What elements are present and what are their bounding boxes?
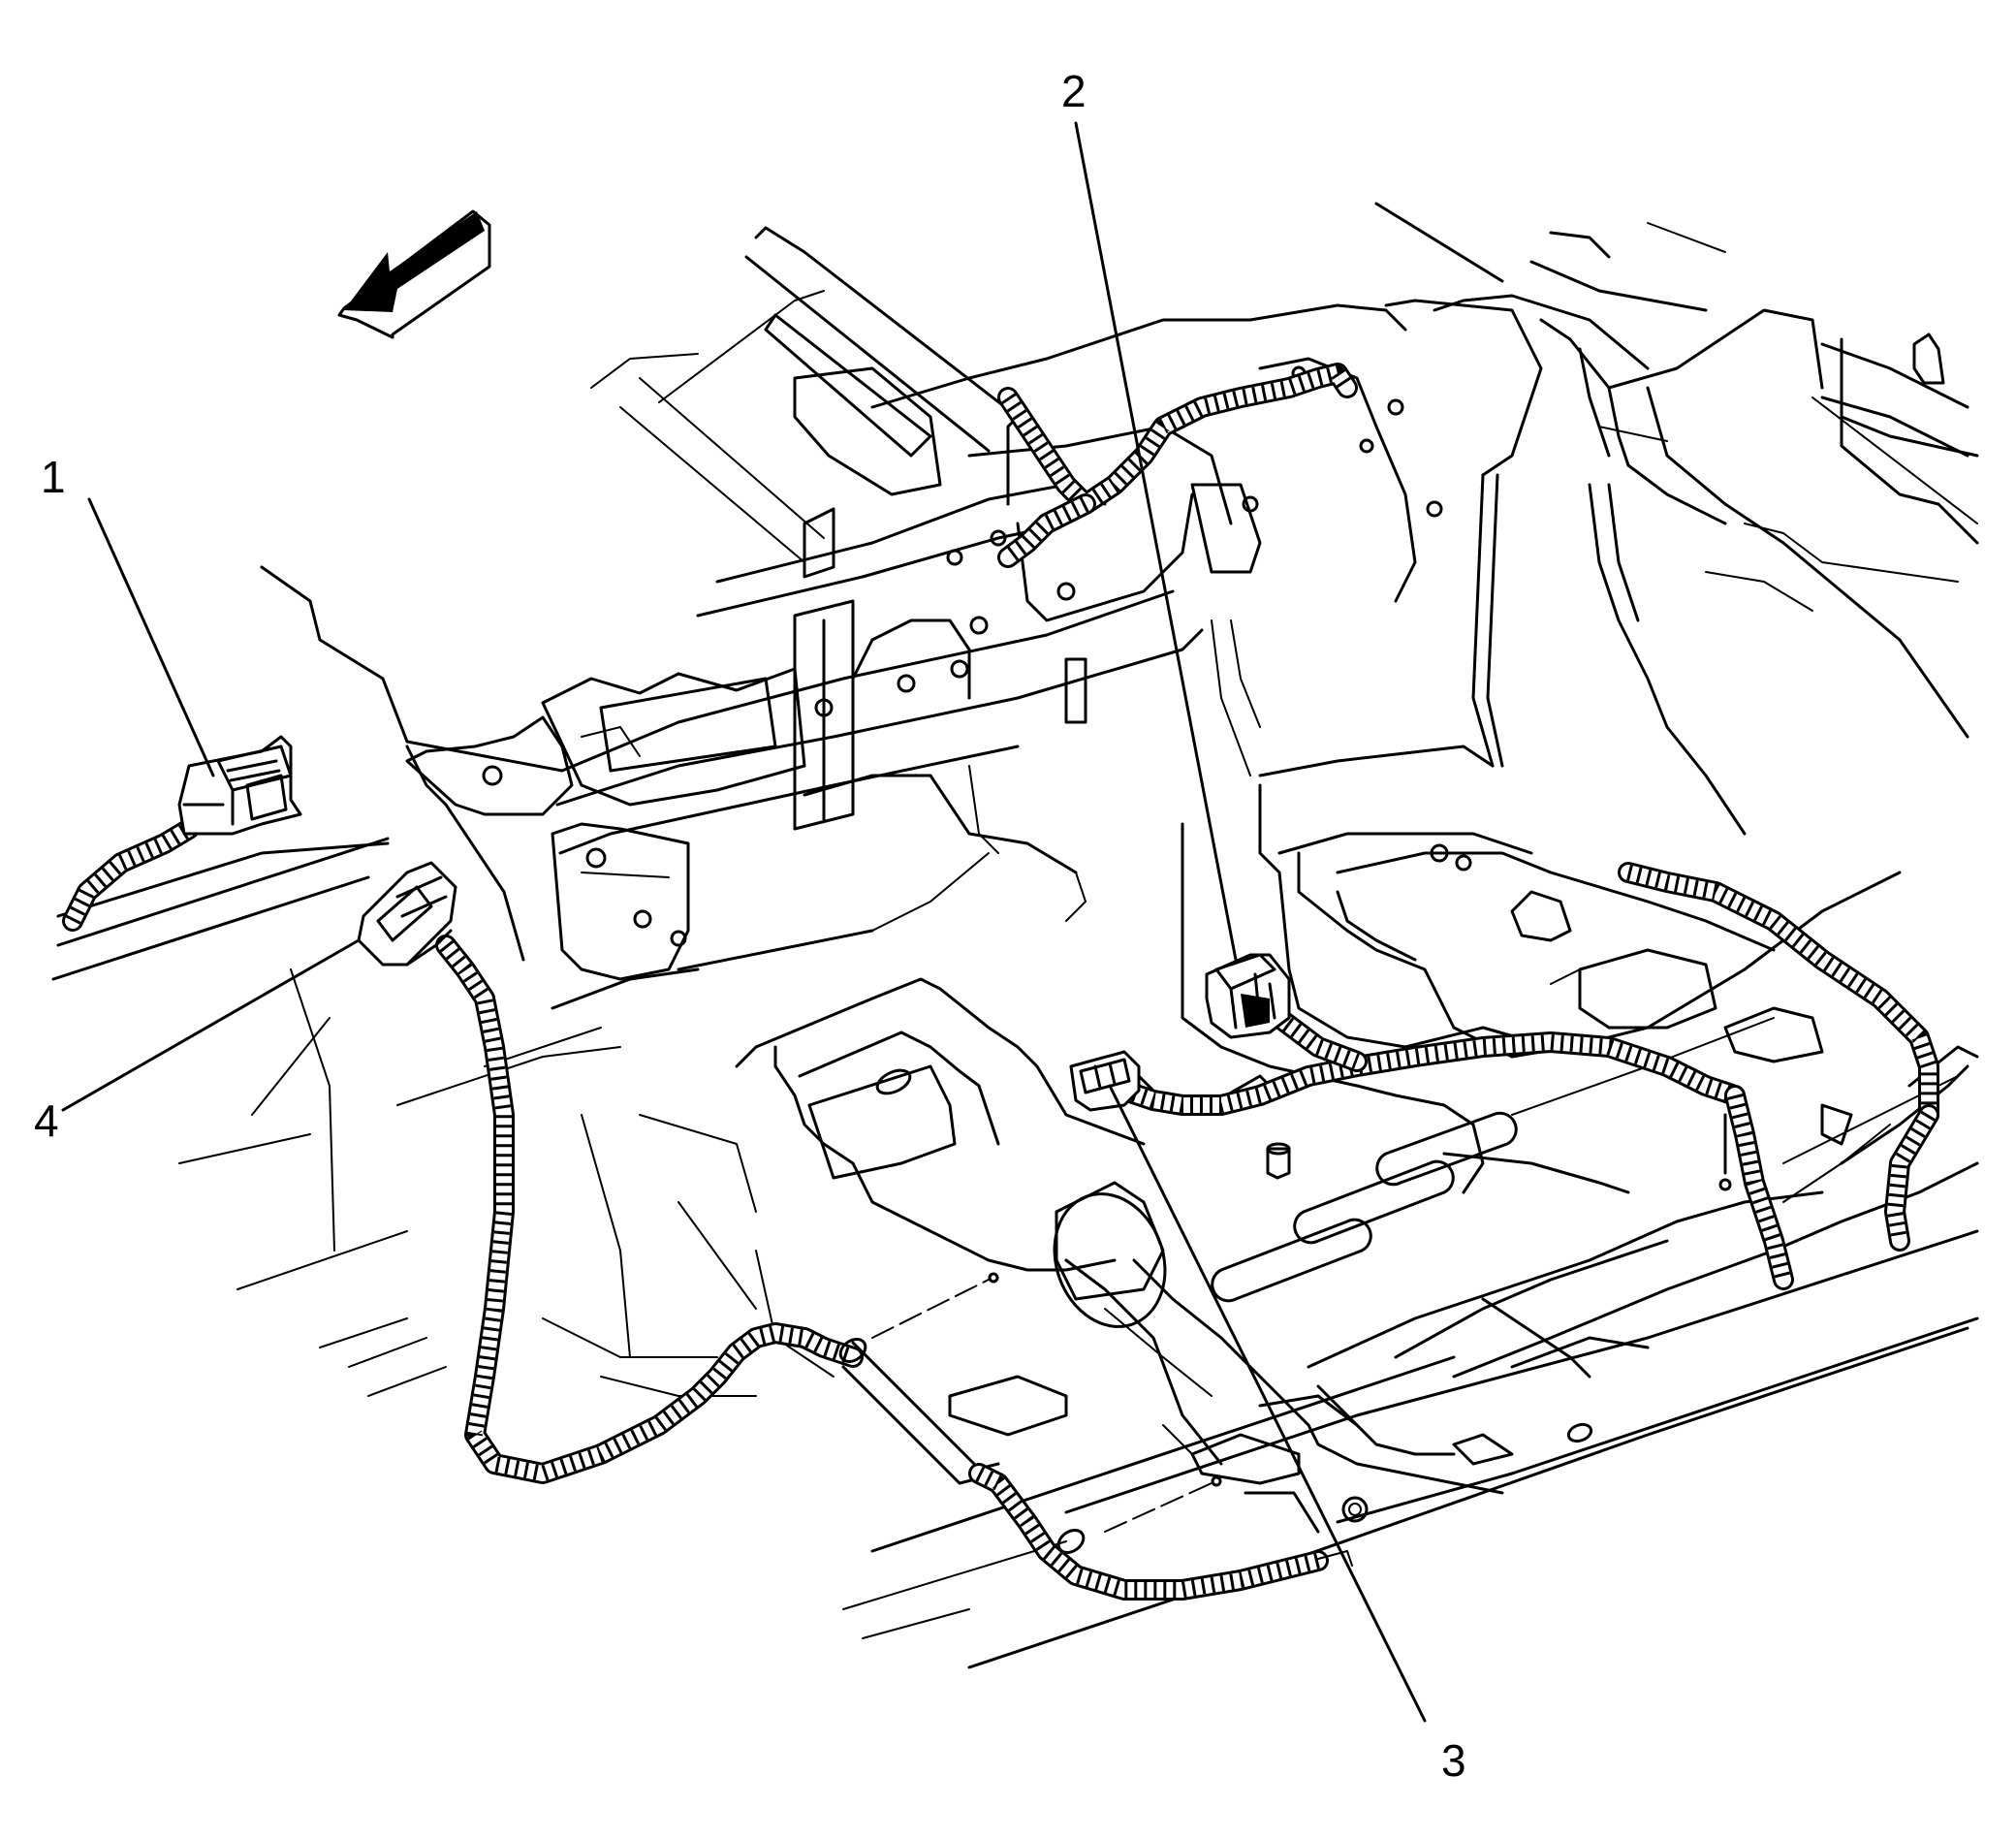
callout-labels: 1 2 3 4 xyxy=(34,66,1466,1786)
callout-3: 3 xyxy=(1441,1735,1466,1786)
leader-lines xyxy=(61,121,1427,1723)
callout-2: 2 xyxy=(1061,66,1087,116)
leader-line-2 xyxy=(1074,121,1238,962)
callout-1: 1 xyxy=(41,452,66,502)
leader-line-1 xyxy=(87,497,215,777)
leader-line-3 xyxy=(1108,1084,1427,1723)
connector-3 xyxy=(1069,1050,1155,1112)
wiring-harness xyxy=(62,363,1939,1601)
callout-4: 4 xyxy=(34,1095,59,1146)
connector-4 xyxy=(357,861,457,967)
floor-pan-structure xyxy=(51,202,1979,1669)
connector-1 xyxy=(177,735,302,836)
connector-2 xyxy=(1205,953,1291,1039)
front-direction-arrow-icon xyxy=(337,209,491,339)
leader-line-4 xyxy=(61,938,361,1112)
